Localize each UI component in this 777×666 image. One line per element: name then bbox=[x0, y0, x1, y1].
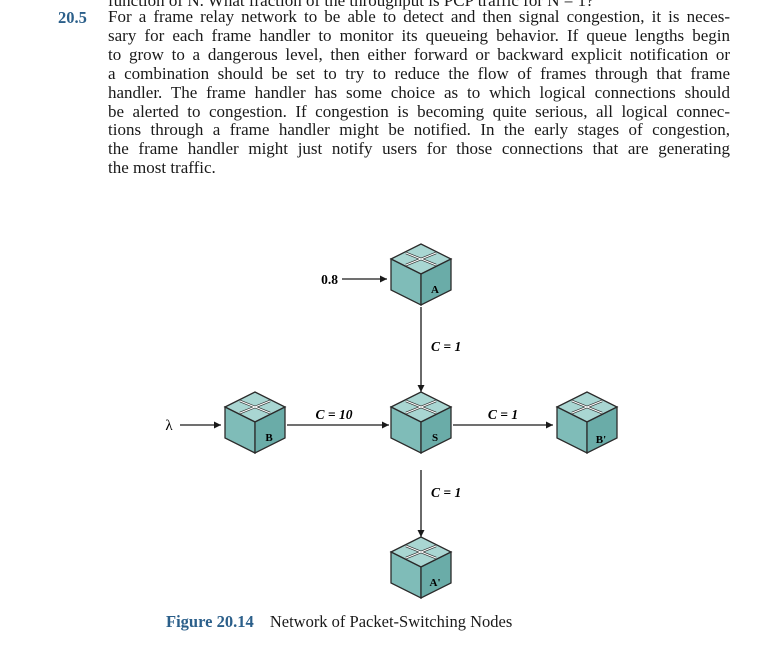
switch-node-s: S bbox=[389, 390, 453, 455]
node-b-prime-label: B' bbox=[596, 434, 606, 446]
switch-node-b: B bbox=[223, 390, 287, 455]
problem-number: 20.5 bbox=[58, 8, 87, 27]
switch-node-b-prime: B' bbox=[555, 390, 619, 455]
figure-number: Figure 20.14 bbox=[166, 612, 254, 631]
problem-text-line: to grow to a dangerous level, then eithe… bbox=[108, 44, 730, 64]
node-a-prime-label: A' bbox=[430, 577, 441, 589]
node-b-label: B bbox=[265, 432, 273, 444]
capacity-label-b-s: C = 10 bbox=[316, 407, 353, 422]
cut-off-previous-line: function of N. What fraction of the thro… bbox=[108, 0, 594, 10]
problem-text-line: handler. The frame handler has some choi… bbox=[108, 82, 730, 102]
switch-node-a: A bbox=[389, 242, 453, 307]
input-rate-a-label: 0.8 bbox=[321, 272, 338, 287]
capacity-label-s-bprime: C = 1 bbox=[488, 407, 518, 422]
problem-text-line: be alerted to congestion. If congestion … bbox=[108, 101, 730, 121]
problem-text-line: sary for each frame handler to monitor i… bbox=[108, 25, 730, 45]
problem-text-line: the frame handler might just notify user… bbox=[108, 139, 730, 159]
problem-text-line: tions through a frame handler might be n… bbox=[108, 120, 730, 140]
figure-caption: Figure 20.14 Network of Packet-Switching… bbox=[166, 612, 512, 632]
figure-title: Network of Packet-Switching Nodes bbox=[269, 612, 513, 631]
problem-text: For a frame relay network to be able to … bbox=[108, 7, 730, 178]
problem-text-line: a combination should be set to try to re… bbox=[108, 63, 730, 83]
capacity-label-a-s: C = 1 bbox=[431, 339, 461, 354]
input-rate-b-label: λ bbox=[165, 418, 173, 434]
switch-node-a-prime: A' bbox=[389, 535, 453, 600]
problem-text-line: the most traffic. bbox=[108, 158, 216, 178]
node-s-label: S bbox=[432, 432, 438, 444]
problem-text-line: For a frame relay network to be able to … bbox=[108, 7, 730, 26]
node-a-label: A bbox=[431, 284, 439, 296]
capacity-label-s-aprime: C = 1 bbox=[431, 485, 461, 500]
